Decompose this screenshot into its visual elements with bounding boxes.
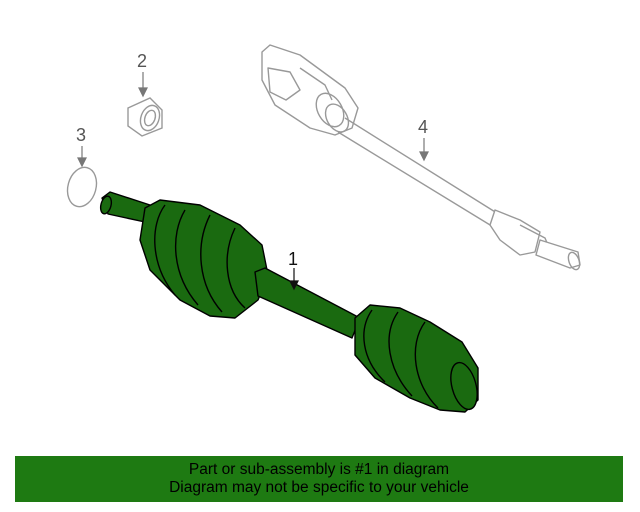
part-4-intermediate-shaft — [261, 44, 581, 271]
callout-1: 1 — [288, 249, 298, 269]
banner-line-disclaimer: Diagram may not be specific to your vehi… — [169, 479, 469, 496]
part-3-snap-ring — [66, 166, 98, 208]
callout-leaders — [77, 72, 429, 168]
callout-3: 3 — [76, 125, 86, 145]
part-2-bushing — [127, 97, 163, 137]
callout-4: 4 — [418, 117, 428, 137]
callout-leader-1 — [289, 268, 299, 291]
banner-line-part: Part or sub-assembly is #1 in diagram — [188, 461, 450, 478]
info-banner: Part or sub-assembly is #1 in diagram Di… — [15, 456, 623, 502]
callout-2: 2 — [137, 51, 147, 71]
part-1-axle-assembly — [99, 191, 479, 413]
